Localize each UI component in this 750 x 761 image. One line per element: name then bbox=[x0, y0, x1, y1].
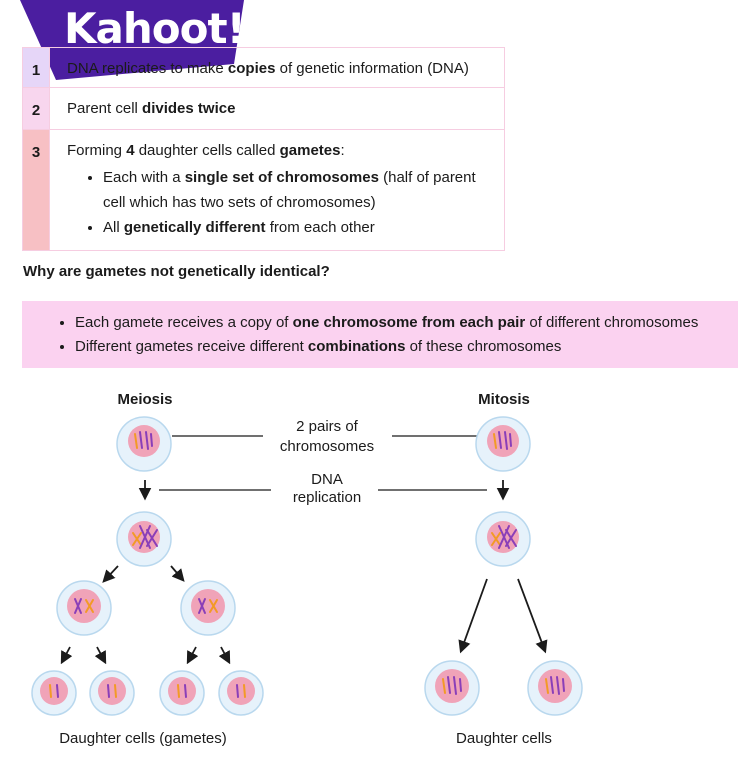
arrow bbox=[94, 646, 107, 665]
list-item: Each with a single set of chromosomes (h… bbox=[103, 165, 494, 215]
meiosis-division1-cell-left bbox=[56, 580, 112, 636]
mitosis-title: Mitosis bbox=[478, 391, 530, 408]
step-bullets: Each with a single set of chromosomes (h… bbox=[67, 165, 494, 240]
arrow bbox=[218, 646, 231, 665]
step-text: DNA replicates to make copies of genetic… bbox=[49, 47, 505, 88]
arrow bbox=[458, 578, 488, 654]
step-row-3: 3 Forming 4 daughter cells called gamete… bbox=[22, 129, 505, 251]
meiosis-caption: Daughter cells (gametes) bbox=[59, 730, 227, 747]
meiosis-steps-table: 1 DNA replicates to make copies of genet… bbox=[22, 47, 505, 251]
gamete-cell-1 bbox=[31, 670, 77, 716]
list-item: Each gamete receives a copy of one chrom… bbox=[75, 311, 738, 335]
step-row-2: 2 Parent cell divides twice bbox=[22, 87, 505, 130]
mitosis-daughter-cell-right bbox=[527, 660, 583, 716]
gamete-cell-3 bbox=[159, 670, 205, 716]
step-row-1: 1 DNA replicates to make copies of genet… bbox=[22, 47, 505, 88]
arrow bbox=[186, 646, 199, 665]
gamete-cell-2 bbox=[89, 670, 135, 716]
pairs-label-line1: 2 pairs of bbox=[296, 418, 359, 435]
mitosis-caption: Daughter cells bbox=[456, 730, 552, 747]
mitosis-daughter-cell-left bbox=[424, 660, 480, 716]
list-item: Different gametes receive different comb… bbox=[75, 335, 738, 359]
step-text: Parent cell divides twice bbox=[49, 87, 505, 130]
meiosis-replicated-cell bbox=[116, 511, 172, 567]
meiosis-mitosis-diagram: Meiosis Mitosis 2 pairs of chromosomes D… bbox=[31, 391, 583, 747]
arrow bbox=[517, 578, 548, 654]
step-number: 2 bbox=[22, 87, 50, 130]
arrow bbox=[170, 565, 185, 582]
step-number: 1 bbox=[22, 47, 50, 88]
pairs-label-line2: chromosomes bbox=[280, 438, 374, 455]
mitosis-replicated-cell bbox=[475, 511, 531, 567]
gamete-cell-4 bbox=[218, 670, 264, 716]
arrow bbox=[102, 565, 119, 583]
kahoot-logo: Kahoot! bbox=[64, 4, 246, 53]
meiosis-title: Meiosis bbox=[117, 391, 172, 408]
meiosis-parent-cell bbox=[116, 416, 172, 472]
meiosis-division1-cell-right bbox=[180, 580, 236, 636]
mitosis-parent-cell bbox=[475, 416, 531, 472]
dna-label-line1: DNA bbox=[311, 471, 343, 488]
question-heading: Why are gametes not genetically identica… bbox=[23, 263, 330, 280]
list-item: All genetically different from each othe… bbox=[103, 215, 494, 240]
arrow bbox=[60, 646, 73, 665]
step-text: Forming 4 daughter cells called gametes:… bbox=[49, 129, 505, 251]
step-number: 3 bbox=[22, 129, 50, 251]
answer-box: Each gamete receives a copy of one chrom… bbox=[22, 301, 738, 368]
dna-label-line2: replication bbox=[293, 489, 361, 506]
